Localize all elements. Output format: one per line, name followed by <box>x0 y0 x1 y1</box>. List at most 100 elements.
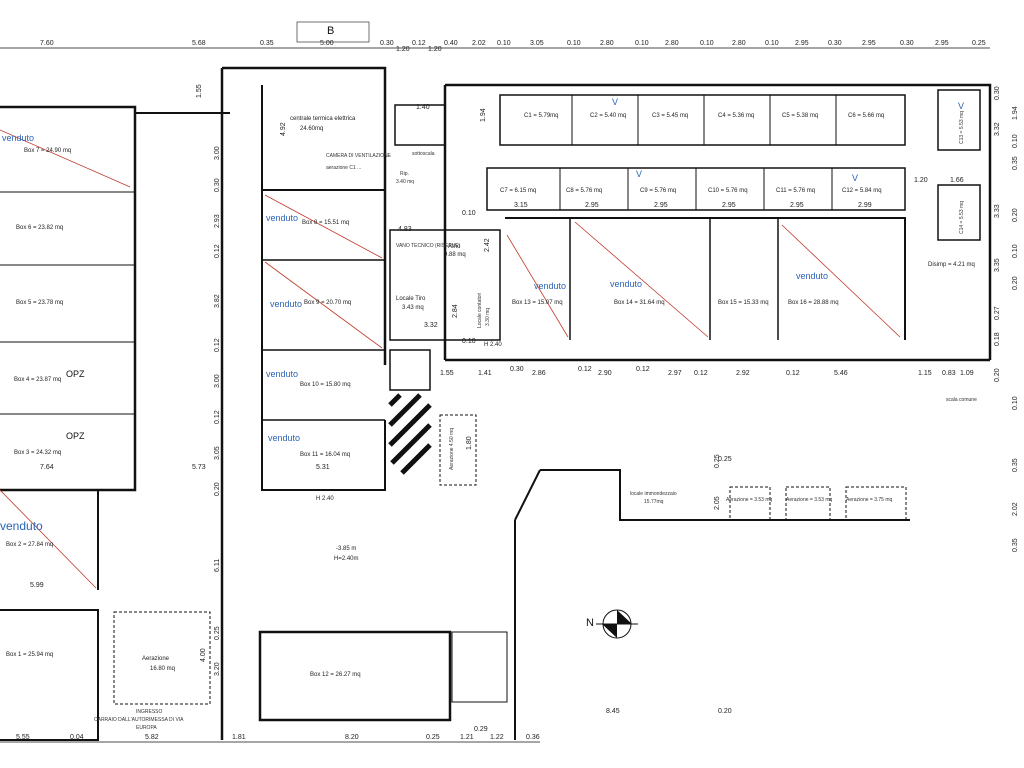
dim-top: 3.05 <box>530 40 544 47</box>
dim-mid: 1.66 <box>950 177 964 184</box>
room-locale-imm: locale immondezzaio <box>630 491 677 497</box>
dim-mid: 0.12 <box>786 370 800 377</box>
dim-left: 3.00 <box>214 374 221 388</box>
dim-left: 4.92 <box>280 122 287 136</box>
dim-right: 2.02 <box>1012 502 1019 516</box>
v-label: V <box>612 97 619 107</box>
dim-mid: 2.99 <box>858 202 872 209</box>
dim-top: 0.40 <box>444 40 458 47</box>
dim-bottom: 1.81 <box>232 734 246 741</box>
dim-right: 0.10 <box>1012 396 1019 410</box>
dim-bottom: 0.04 <box>70 734 84 741</box>
room-rip: Rip. <box>400 171 409 177</box>
scala-label: scala comune <box>946 397 977 403</box>
sold-label: venduto <box>2 133 35 143</box>
room-aer4: Aerazione = 3.75 mq <box>846 497 893 503</box>
dim-bottom: 8.20 <box>345 734 359 741</box>
room-h240c: H=2.40m <box>334 556 359 562</box>
sold-label: venduto <box>534 281 567 291</box>
dim-right: 0.27 <box>994 306 1001 320</box>
dim-bottom: 5.55 <box>16 734 30 741</box>
dim-mid: 2.92 <box>736 370 750 377</box>
dim-top: 0.10 <box>635 40 649 47</box>
room-sottoscala: sottoscala <box>412 151 435 157</box>
dim-left: 2.93 <box>214 214 221 228</box>
room-c5: C5 = 5.38 mq <box>782 113 819 119</box>
hatching <box>388 393 432 475</box>
dim-mid: 0.12 <box>694 370 708 377</box>
dim-right: 0.20 <box>994 368 1001 382</box>
room-disimp: Disimp = 4.21 mq <box>928 262 975 268</box>
dim-mid: 0.25 <box>718 456 732 463</box>
dim-mid: 0.10 <box>462 210 476 217</box>
dim-mid: 0.12 <box>636 366 650 373</box>
dim-right: 1.94 <box>1012 106 1019 120</box>
room-locale-tiro-area: 3.43 mq <box>402 305 424 311</box>
dim-mid: 5.46 <box>834 370 848 377</box>
dim-top: 2.02 <box>472 40 486 47</box>
room-centrale-area: 24.60mq <box>300 126 324 132</box>
v-label: V <box>636 169 643 179</box>
dim-top: 0.30 <box>900 40 914 47</box>
dim-mid: 2.95 <box>654 202 668 209</box>
sold-diagonals <box>0 129 901 589</box>
dim-mid: 7.64 <box>40 464 54 471</box>
dim-right: 0.25 <box>714 454 721 468</box>
room-vano: VANO TECNICO (RISERVE) <box>396 243 461 249</box>
dim-left: 0.20 <box>214 482 221 496</box>
dim-mid: 2.86 <box>532 370 546 377</box>
dim-right: 3.32 <box>994 122 1001 136</box>
dim-right: 0.10 <box>1012 134 1019 148</box>
dim-top: 0.30 <box>828 40 842 47</box>
dim-mid: 2.84 <box>452 304 459 318</box>
sold-label: venduto <box>268 433 301 443</box>
room-lc-area: 3.30 mq <box>485 307 491 326</box>
room-c12: C12 = 5.84 mq <box>842 188 882 194</box>
dim-bottom: 0.36 <box>526 734 540 741</box>
room-box5: Box 5 = 23.78 mq <box>16 300 64 306</box>
dim-top: 0.25 <box>972 40 986 47</box>
room-box4: Box 4 = 23.87 mq <box>14 377 62 383</box>
room-c14: C14 = 5.53 mq <box>959 201 965 234</box>
room-box8: Box 8 = 15.51 mq <box>302 220 350 226</box>
room-c2: C2 = 5.40 mq <box>590 113 627 119</box>
dim-mid: 1.41 <box>478 370 492 377</box>
ingresso-label: INGRESSO <box>136 709 163 715</box>
north-arrow <box>596 609 638 639</box>
dim-mid: 3.15 <box>514 202 528 209</box>
dim-left: 3.05 <box>214 446 221 460</box>
dim-mid: 1.55 <box>440 370 454 377</box>
dim-top: 2.95 <box>795 40 809 47</box>
room-locale-contatori: Locale contatori <box>477 292 483 328</box>
dim-top: 0.10 <box>497 40 511 47</box>
dim-right: 0.35 <box>1012 538 1019 552</box>
sold-label: venduto <box>610 279 643 289</box>
dim-left: 6.11 <box>214 558 221 572</box>
dim-top: 0.35 <box>260 40 274 47</box>
room-h240b: H 2.40 <box>484 342 502 348</box>
room-centrale: centrale termica elettrica <box>290 116 356 122</box>
dim-mid: 1.09 <box>960 370 974 377</box>
dim-right: 0.18 <box>994 332 1001 346</box>
dim-left: 3.82 <box>214 294 221 308</box>
europa-label: EUROPA <box>136 725 157 731</box>
dim-right: 0.10 <box>1012 244 1019 258</box>
room-rip2: 3.40 mq <box>396 179 415 185</box>
dim-top: 2.80 <box>732 40 746 47</box>
room-aer1-area: 16.80 mq <box>150 666 176 672</box>
sold-label: venduto <box>266 213 299 223</box>
dim-bottom: 0.29 <box>474 726 488 733</box>
dim-top: 2.80 <box>665 40 679 47</box>
room-quota: -3.85 m <box>336 546 357 552</box>
dim-bottom: 1.22 <box>490 734 504 741</box>
room-aer3: Aerazione = 3.53 mq <box>786 497 833 503</box>
room-aer1: Aerazione <box>142 656 170 662</box>
room-box11: Box 11 = 16.04 mq <box>300 452 351 458</box>
dim-mid: 0.10 <box>462 338 476 345</box>
dim-left: 3.20 <box>214 662 221 676</box>
opz-label: OPZ <box>66 369 85 379</box>
room-atrio: Atrio <box>448 244 461 250</box>
dim-left: 0.25 <box>214 626 221 640</box>
room-locale-imm-area: 15.77mq <box>644 499 664 505</box>
room-box7: Box 7 = 24.90 mq <box>24 148 72 154</box>
